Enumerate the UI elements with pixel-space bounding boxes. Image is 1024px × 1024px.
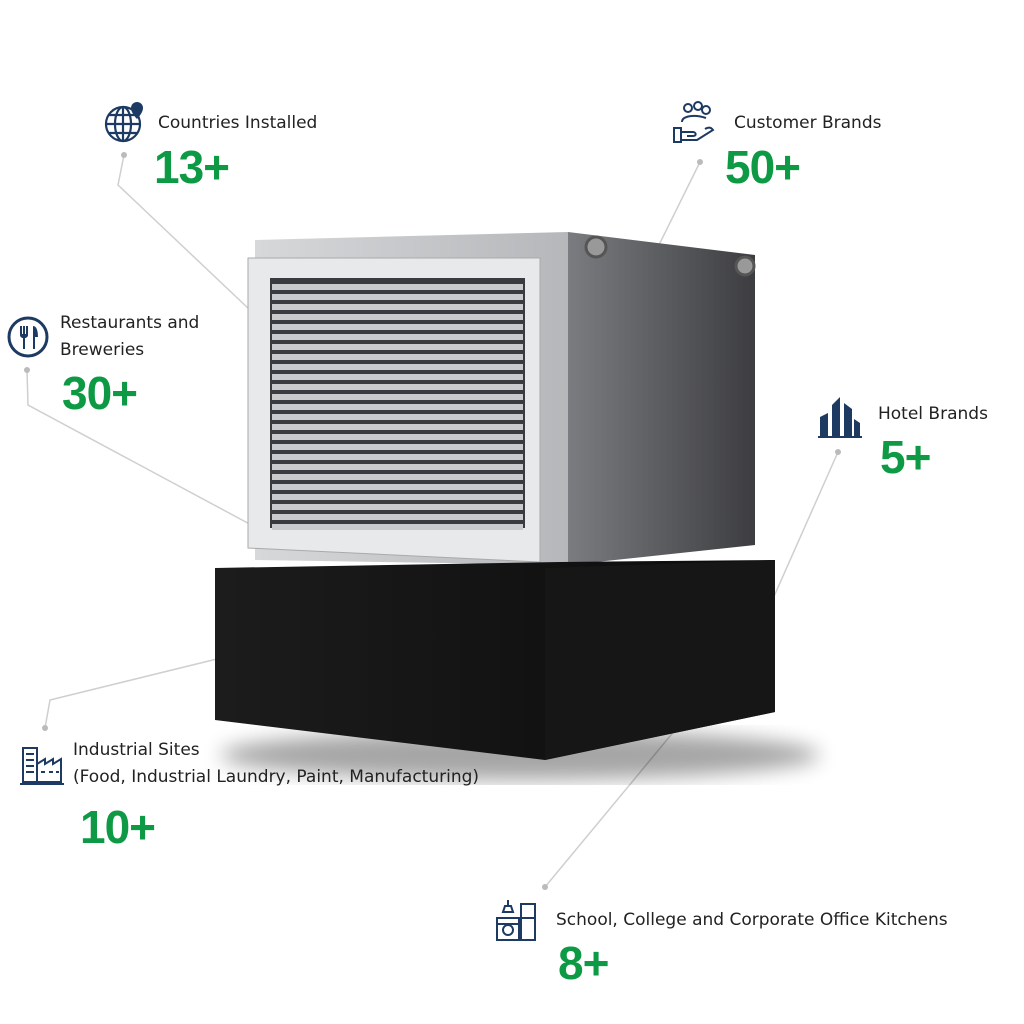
stat-label: Industrial Sites — [73, 740, 200, 760]
coil-fin — [272, 294, 523, 300]
kitchen-icon — [496, 900, 536, 941]
coil-fin — [272, 334, 523, 340]
coil-fin — [272, 434, 523, 440]
coil-fin — [272, 374, 523, 380]
coil-fin — [272, 524, 523, 530]
coil-fin — [272, 384, 523, 390]
coil-fin — [272, 444, 523, 450]
stat-label: (Food, Industrial Laundry, Paint, Manufa… — [73, 767, 480, 787]
stat-value: 8+ — [558, 937, 609, 989]
coil-fin — [272, 494, 523, 500]
coil-fin — [272, 504, 523, 510]
stat-label: School, College and Corporate Office Kit… — [556, 910, 948, 930]
coil-fin — [272, 424, 523, 430]
stat-value: 50+ — [725, 141, 801, 193]
buildings-icon — [818, 397, 862, 438]
coil-fin — [272, 414, 523, 420]
stat-label: Customer Brands — [734, 113, 882, 133]
stat-value: 30+ — [62, 367, 138, 419]
coil-fin — [272, 394, 523, 400]
coil-fin — [272, 454, 523, 460]
coil-fin — [272, 474, 523, 480]
stat-value: 13+ — [154, 141, 230, 193]
coil-fin — [272, 314, 523, 320]
stat-label: Restaurants and — [60, 313, 200, 333]
stat-value: 5+ — [880, 431, 931, 483]
coil-fin — [272, 284, 523, 290]
stat-label: Countries Installed — [158, 113, 318, 133]
coil-fin — [272, 344, 523, 350]
coil-fin — [272, 364, 523, 370]
coil-fin — [272, 404, 523, 410]
globe-pin-icon — [104, 102, 143, 143]
coil-fin — [272, 354, 523, 360]
coil-fin — [272, 484, 523, 490]
stat-label: Breweries — [60, 340, 145, 360]
coil-fin — [272, 324, 523, 330]
fork-knife-icon — [7, 316, 49, 358]
coil-fin — [272, 304, 523, 310]
coil-fin — [272, 514, 523, 520]
coil-fin — [272, 464, 523, 470]
stat-value: 10+ — [80, 801, 156, 853]
hand-people-icon — [673, 101, 715, 143]
factory-icon — [20, 747, 64, 785]
stat-label: Hotel Brands — [878, 404, 988, 424]
